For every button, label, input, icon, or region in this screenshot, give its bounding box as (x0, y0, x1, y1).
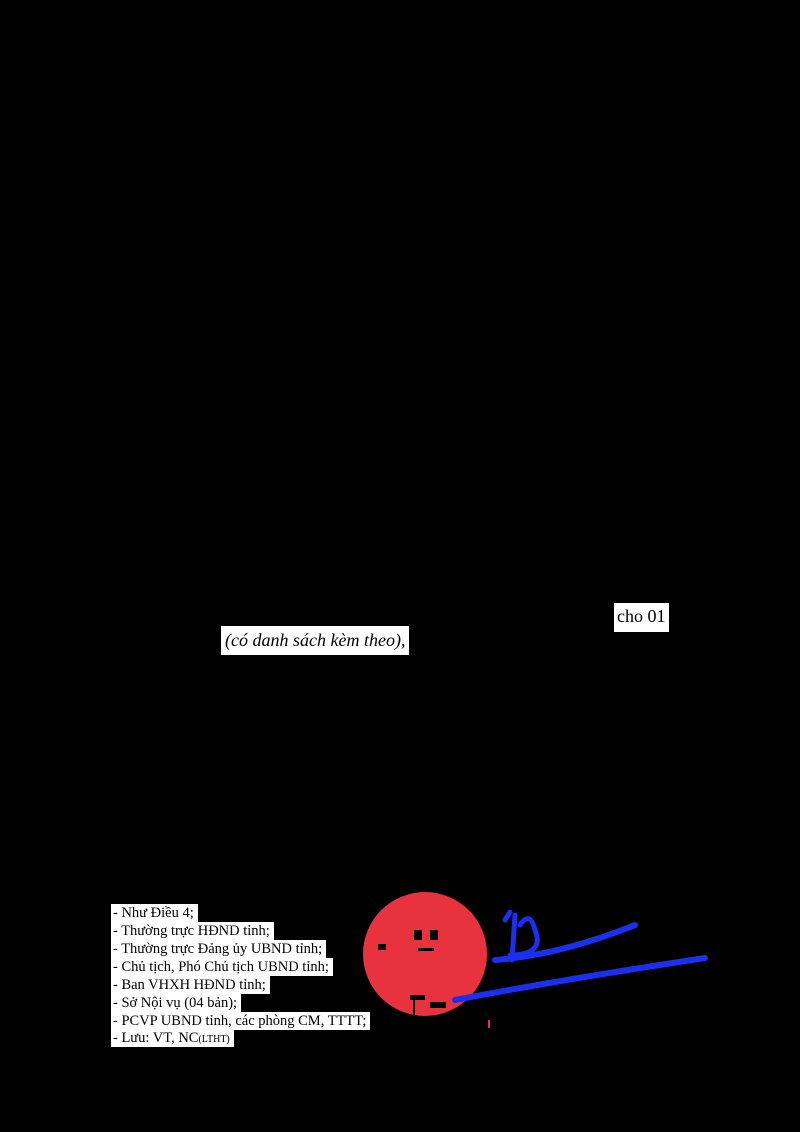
recipient-item: - Ban VHXH HĐND tỉnh; (111, 976, 270, 994)
official-seal-icon (363, 892, 490, 1028)
recipient-item: - Chủ tịch, Phó Chủ tịch UBND tỉnh; (111, 958, 333, 976)
recipient-item: - Thường trực Đảng ủy UBND tỉnh; (111, 940, 327, 958)
recipient-item: - Thường trực HĐND tỉnh; (111, 922, 274, 940)
body-text-fragment: cho 01 (614, 603, 669, 632)
recipient-item: - Sở Nội vụ (04 bản); (111, 994, 242, 1012)
recipient-suffix: (LTHT) (198, 1034, 230, 1045)
recipient-item: - Như Điều 4; (111, 904, 198, 922)
signature-icon (452, 909, 708, 1003)
recipient-item: - Lưu: VT, NC(LTHT) (111, 1029, 234, 1047)
recipient-label: - Lưu: VT, NC (113, 1030, 199, 1046)
attachment-note: (có danh sách kèm theo), (221, 626, 410, 655)
recipient-item: - PCVP UBND tỉnh, các phòng CM, TTTT; (111, 1012, 371, 1030)
